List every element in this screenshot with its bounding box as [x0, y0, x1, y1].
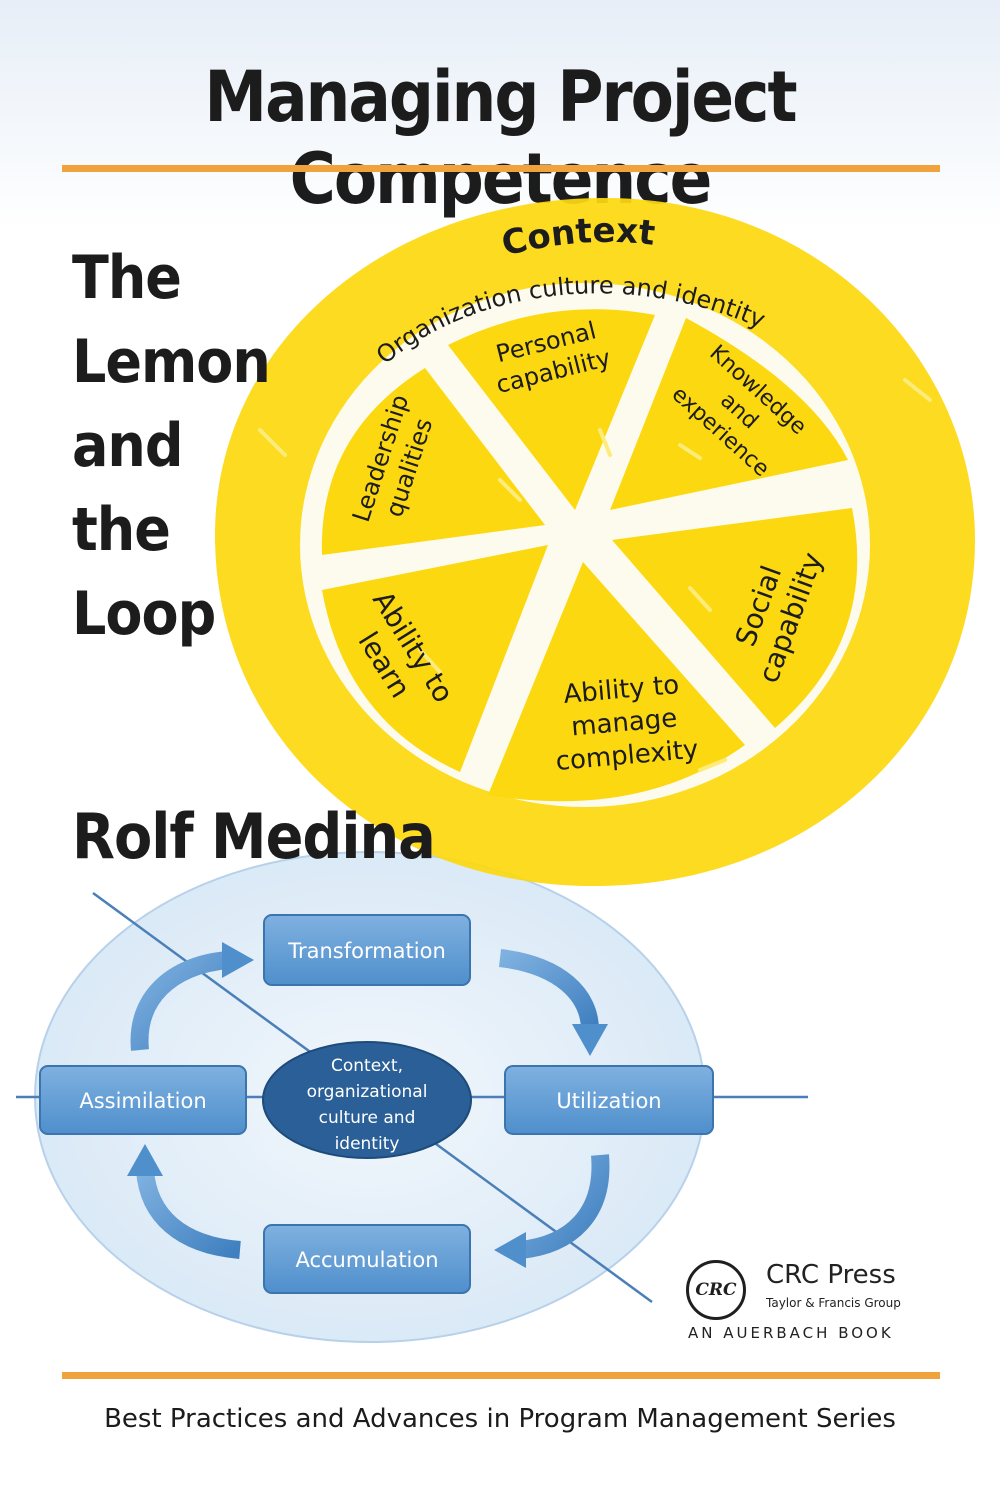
accumulation-label: Accumulation	[295, 1248, 438, 1272]
subtitle: The Lemon and the Loop	[72, 236, 271, 656]
segment-ability-learn	[322, 545, 548, 772]
center-label-line-2: organizational	[307, 1082, 428, 1102]
arrow-head-1	[222, 942, 254, 978]
crc-logo-icon: CRC	[686, 1260, 746, 1320]
assimilation-label: Assimilation	[79, 1089, 206, 1113]
subtitle-line-5: Loop	[72, 579, 216, 649]
segment-knowledge-experience	[610, 318, 848, 510]
assimilation-box	[39, 1065, 247, 1135]
lemon-diagram: Context Organization culture and identit…	[215, 197, 975, 887]
arrow-assimilation-to-transformation	[130, 951, 229, 1051]
utilization-box	[504, 1065, 714, 1135]
accumulation-box	[263, 1224, 471, 1294]
arrow-accumulation-to-assimilation	[136, 1169, 241, 1259]
cycle-arrows	[127, 942, 610, 1268]
arrow-head-4	[127, 1144, 163, 1176]
lemon-texture-strokes	[258, 378, 932, 772]
series-title: Best Practices and Advances in Program M…	[104, 1404, 896, 1434]
center-label-line-3: culture and	[319, 1108, 416, 1128]
top-divider	[62, 165, 940, 172]
publisher-imprint: AN AUERBACH BOOK	[688, 1324, 894, 1342]
arrow-utilization-to-accumulation	[518, 1154, 610, 1259]
transformation-label: Transformation	[287, 939, 446, 963]
arrow-head-3	[494, 1232, 526, 1268]
subtitle-line-1: The	[72, 243, 182, 313]
segment-ability-complexity	[488, 562, 745, 802]
arrow-head-2	[572, 1024, 608, 1056]
center-label-line-4: identity	[335, 1134, 400, 1154]
utilization-label: Utilization	[556, 1089, 661, 1113]
ability-complexity-label: Ability to manage complexity	[555, 670, 700, 777]
author-name: Rolf Medina	[72, 800, 436, 873]
subtitle-line-3: and	[72, 411, 183, 481]
publisher-block: CRC CRC Press Taylor & Francis Group AN …	[686, 1256, 936, 1346]
subtitle-line-4: the	[72, 495, 171, 565]
publisher-group: Taylor & Francis Group	[766, 1296, 901, 1310]
transformation-box	[263, 914, 471, 986]
segment-social-capability	[612, 508, 858, 728]
segment-leadership	[321, 368, 545, 555]
loop-center-ellipse	[262, 1041, 472, 1159]
loop-diagram: Transformation Utilization Accumulation …	[16, 851, 808, 1343]
arrow-transformation-to-utilization	[498, 949, 599, 1031]
segment-personal-capability	[448, 309, 655, 510]
bottom-divider	[62, 1372, 940, 1379]
subtitle-line-2: Lemon	[72, 327, 271, 397]
center-label-line-1: Context,	[331, 1056, 403, 1076]
book-title: Managing Project Competence	[204, 56, 797, 220]
publisher-name: CRC Press	[766, 1260, 896, 1290]
